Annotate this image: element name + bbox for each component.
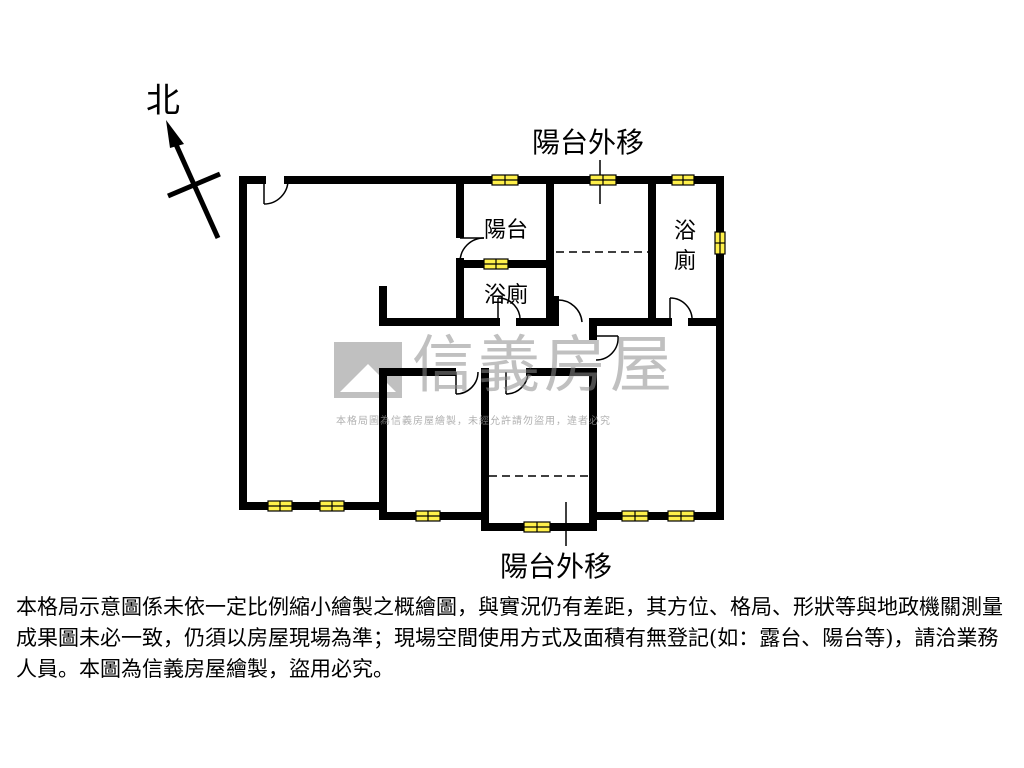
window-bottom-right-2: [667, 510, 695, 522]
bath-right-label-line2: 廁: [674, 249, 696, 274]
window-top-balcony: [589, 174, 617, 186]
watermark-house-icon: [334, 342, 402, 398]
watermark-logo-text: 信義房屋: [412, 328, 677, 401]
window-top-small-balcony: [491, 174, 519, 186]
window-small-bath: [483, 258, 509, 270]
bath-right-label-line1: 浴: [674, 219, 696, 244]
door-entrance: [263, 179, 289, 205]
window-bottom-left-2: [319, 500, 345, 512]
window-right-bath: [714, 231, 726, 255]
window-bottom-balcony: [523, 521, 551, 533]
north-arrow-head: [166, 120, 184, 148]
north-label: 北: [146, 81, 180, 121]
door-corridor: [595, 335, 619, 361]
balcony-small-label: 陽台: [484, 218, 528, 243]
bath-small-label: 浴廁: [484, 283, 528, 308]
door-room-left: [455, 371, 479, 395]
balcony-bottom-label: 陽台外移: [500, 550, 612, 583]
window-bottom-right-1: [621, 510, 649, 522]
watermark-subtext: 本格局圖為信義房屋繪製，未經允許請勿盜用，違者必究: [336, 416, 611, 427]
windows: [267, 174, 726, 533]
door-room-middle: [505, 371, 529, 395]
window-top-bath: [671, 174, 695, 186]
window-bottom-left-1: [267, 500, 293, 512]
door-small-bath: [497, 297, 521, 323]
door-small-balcony: [459, 237, 485, 263]
door-bath-right: [669, 297, 693, 323]
door-balcony-top: [557, 299, 583, 323]
balcony-top-label: 陽台外移: [532, 126, 644, 159]
doors: [263, 179, 693, 395]
north-arrow-icon: [167, 138, 221, 240]
disclaimer-text: 本格局示意圖係未依一定比例縮小繪製之概繪圖，與實況仍有差距，其方位、格局、形狀等…: [16, 595, 1003, 681]
window-bottom-room-left: [415, 510, 441, 522]
